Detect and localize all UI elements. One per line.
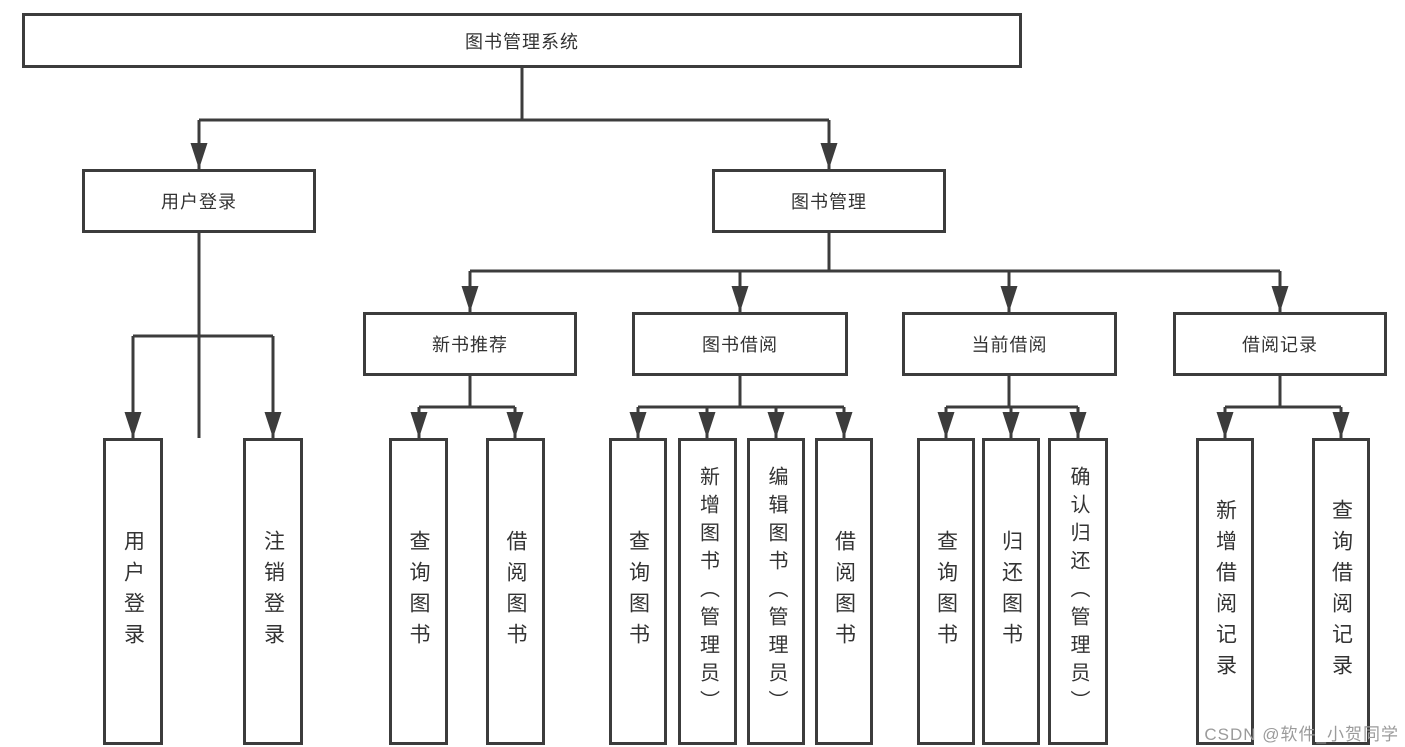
- leaf-logout: 注销登录: [243, 438, 303, 745]
- leaf-newbook-query-books-label: 查询图书: [407, 529, 430, 654]
- arrowhead-icon: [1069, 412, 1087, 438]
- leaf-borrow-borrow-books: 借阅图书: [815, 438, 873, 745]
- leaf-borrow-edit-books-admin-label: 编辑图书（管理员）: [765, 465, 787, 718]
- node-book-borrow-label: 图书借阅: [702, 335, 778, 355]
- arrowhead-icon: [937, 412, 955, 438]
- leaf-current-return-books: 归还图书: [982, 438, 1040, 745]
- leaf-records-add-record-label: 新增借阅记录: [1213, 498, 1237, 685]
- leaf-current-query-books-label: 查询图书: [934, 529, 958, 654]
- node-new-book-recommend: 新书推荐: [363, 312, 577, 376]
- arrowhead-icon: [835, 412, 853, 438]
- node-root-label: 图书管理系统: [465, 31, 579, 52]
- node-current-borrow-label: 当前借阅: [971, 335, 1048, 355]
- leaf-current-return-books-label: 归还图书: [999, 529, 1023, 654]
- arrowhead-icon: [264, 412, 282, 438]
- leaf-borrow-edit-books-admin: 编辑图书（管理员）: [747, 438, 805, 745]
- arrowhead-icon: [731, 286, 749, 312]
- node-borrow-records-label: 借阅记录: [1242, 335, 1318, 355]
- leaf-records-add-record: 新增借阅记录: [1196, 438, 1254, 745]
- arrowhead-icon: [190, 143, 208, 169]
- arrowhead-icon: [1332, 412, 1350, 438]
- arrowhead-icon: [506, 412, 524, 438]
- arrowhead-icon: [629, 412, 647, 438]
- node-book-management-label: 图书管理: [791, 192, 867, 212]
- leaf-current-confirm-return-admin: 确认归还（管理员）: [1048, 438, 1108, 745]
- connector-paths: [131, 68, 1343, 438]
- leaf-borrow-query-books: 查询图书: [609, 438, 667, 745]
- leaf-current-confirm-return-admin-label: 确认归还（管理员）: [1067, 465, 1089, 718]
- leaf-records-query-record: 查询借阅记录: [1312, 438, 1370, 745]
- watermark: CSDN @软件_小贺同学: [1204, 725, 1399, 744]
- leaf-newbook-borrow-books-label: 借阅图书: [504, 529, 527, 654]
- node-root: 图书管理系统: [22, 13, 1022, 68]
- leaf-records-query-record-label: 查询借阅记录: [1329, 498, 1353, 685]
- leaf-user-login-label: 用户登录: [121, 529, 145, 654]
- arrowhead-icon: [1216, 412, 1234, 438]
- node-user-login-label: 用户登录: [161, 192, 237, 212]
- node-book-management: 图书管理: [712, 169, 946, 233]
- leaf-borrow-query-books-label: 查询图书: [626, 529, 650, 654]
- arrowhead-icon: [1000, 286, 1018, 312]
- leaf-borrow-add-books-admin: 新增图书（管理员）: [678, 438, 737, 745]
- node-current-borrow: 当前借阅: [902, 312, 1117, 376]
- leaf-user-login: 用户登录: [103, 438, 163, 745]
- node-new-book-recommend-label: 新书推荐: [432, 335, 508, 355]
- arrowhead-icon: [767, 412, 785, 438]
- leaf-borrow-borrow-books-label: 借阅图书: [832, 529, 856, 654]
- node-borrow-records: 借阅记录: [1173, 312, 1387, 376]
- leaf-logout-label: 注销登录: [261, 529, 285, 654]
- arrowhead-icon: [461, 286, 479, 312]
- leaf-newbook-query-books: 查询图书: [389, 438, 448, 745]
- arrowhead-icon: [1002, 412, 1020, 438]
- node-user-login: 用户登录: [82, 169, 316, 233]
- arrowhead-icon: [1271, 286, 1289, 312]
- leaf-newbook-borrow-books: 借阅图书: [486, 438, 545, 745]
- node-book-borrow: 图书借阅: [632, 312, 848, 376]
- arrowhead-icon: [124, 412, 142, 438]
- leaf-borrow-add-books-admin-label: 新增图书（管理员）: [696, 465, 719, 718]
- leaf-current-query-books: 查询图书: [917, 438, 975, 745]
- arrowhead-icon: [698, 412, 716, 438]
- arrowhead-icon: [820, 143, 838, 169]
- arrowhead-icon: [410, 412, 428, 438]
